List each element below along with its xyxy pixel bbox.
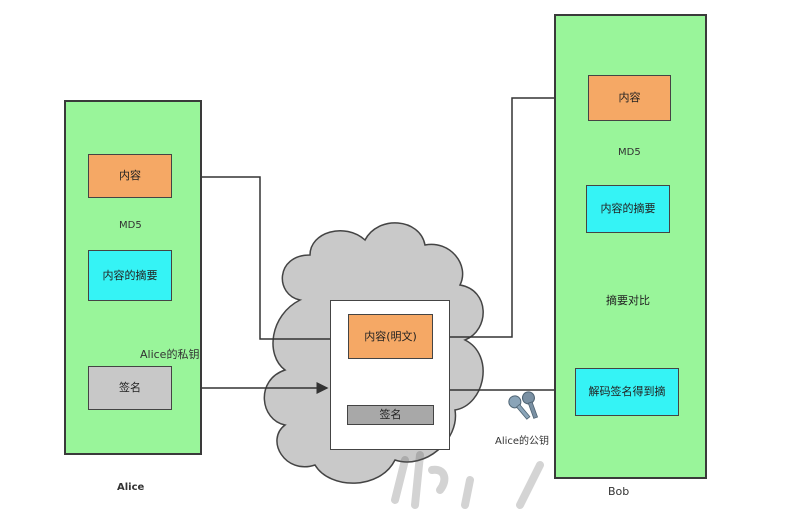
bob-decrypt-box: 解码签名得到摘 — [575, 368, 679, 416]
bob-decrypt-label: 解码签名得到摘 — [588, 385, 666, 399]
alice-content-box: 内容 — [88, 154, 172, 198]
plain-content-label: 内容(明文) — [364, 329, 417, 343]
bob-md5-label: MD5 — [616, 147, 643, 158]
alice-digest-box: 内容的摘要 — [88, 250, 172, 301]
watermark — [391, 451, 544, 509]
keys-icon — [508, 391, 539, 420]
alice-public-key-label: Alice的公钥 — [495, 436, 550, 447]
bob-digest-box: 内容的摘要 — [586, 185, 670, 233]
compare-label: 摘要对比 — [606, 294, 650, 307]
middle-signature-box: 签名 — [347, 405, 434, 425]
alice-md5-label: MD5 — [117, 220, 144, 231]
bob-content-box: 内容 — [588, 75, 671, 121]
alice-name: Alice — [117, 482, 145, 493]
alice-digest-label: 内容的摘要 — [102, 268, 158, 282]
bob-name: Bob — [608, 485, 630, 498]
alice-private-key-label: Alice的私钥 — [140, 348, 200, 361]
bob-digest-label: 内容的摘要 — [600, 202, 656, 216]
alice-signature-label: 签名 — [119, 381, 141, 395]
alice-signature-box: 签名 — [88, 366, 172, 410]
middle-signature-label: 签名 — [379, 408, 402, 422]
alice-content-label: 内容 — [119, 169, 141, 183]
plain-content-box: 内容(明文) — [348, 314, 433, 359]
bob-content-label: 内容 — [618, 91, 641, 105]
